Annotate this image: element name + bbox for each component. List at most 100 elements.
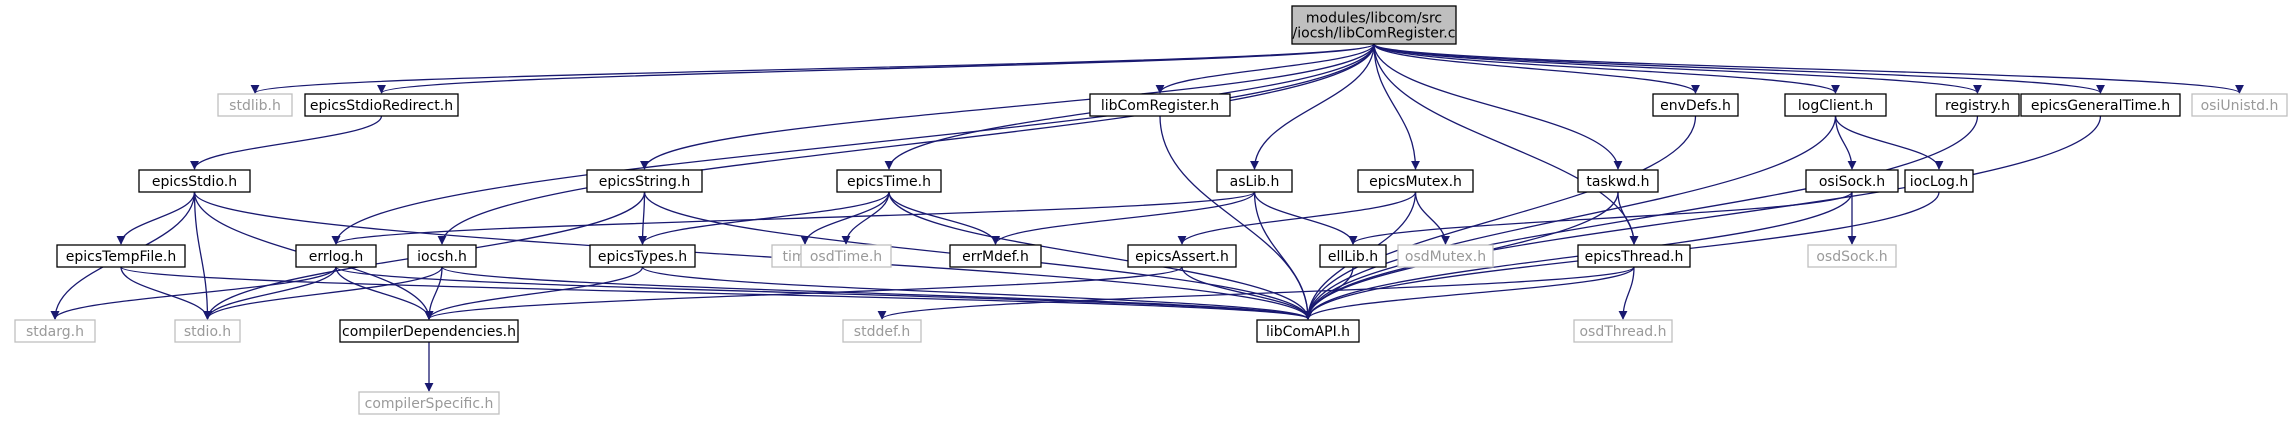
node-label: epicsString.h: [599, 174, 691, 190]
node-label: iocsh.h: [417, 249, 467, 265]
edge-epics-stdio-to-epics-temp-file: [116, 191, 196, 245]
edge-iocsh-to-lib-com-api: [441, 266, 1313, 320]
node-label: epicsMutex.h: [1369, 174, 1462, 190]
node-box: [295, 244, 377, 268]
node-box: [1784, 93, 1887, 117]
edge-as-lib-to-errlog: [331, 191, 1256, 245]
edge-as-lib-to-lib-com-api: [1253, 191, 1313, 320]
node-box: [1904, 169, 1974, 193]
node-box: [217, 93, 293, 117]
node-label: epicsTime.h: [847, 174, 931, 190]
edge-osi-sock-to-ell-lib: [1348, 191, 1853, 245]
node-box: [949, 244, 1042, 268]
node-root[interactable]: modules/libcom/src/iocsh/libComRegister.…: [1291, 5, 1457, 45]
node-label: epicsThread.h: [1585, 249, 1684, 265]
node-label: errlog.h: [309, 249, 364, 265]
node-epics-stdio-redirect[interactable]: epicsStdioRedirect.h: [304, 93, 459, 117]
edge-as-lib-to-err-mdef: [991, 191, 1256, 245]
node-box: [1577, 169, 1659, 193]
node-label: registry.h: [1945, 98, 2010, 114]
node-box: [174, 319, 241, 343]
edge-epics-thread-to-osd-thread: [1618, 266, 1635, 320]
node-box: [1397, 244, 1494, 268]
node-stdarg: stdarg.h: [14, 319, 96, 343]
node-box: [1577, 244, 1691, 268]
node-box: [1652, 93, 1739, 117]
node-epics-string[interactable]: epicsString.h: [586, 169, 703, 193]
node-box: [836, 169, 942, 193]
node-label: epicsAssert.h: [1135, 249, 1229, 265]
node-errlog[interactable]: errlog.h: [295, 244, 377, 268]
edge-root-to-osi-unistd: [1373, 43, 2244, 94]
node-epics-stdio[interactable]: epicsStdio.h: [138, 169, 251, 193]
node-compiler-dependencies[interactable]: compilerDependencies.h: [339, 319, 519, 343]
node-label: /iocsh/libComRegister.c: [1293, 26, 1456, 42]
node-label: ellLib.h: [1328, 249, 1378, 265]
node-log-client[interactable]: logClient.h: [1784, 93, 1887, 117]
edge-epics-types-to-lib-com-api: [641, 266, 1313, 320]
node-ell-lib[interactable]: ellLib.h: [1319, 244, 1387, 268]
node-lib-com-register-h[interactable]: libComRegister.h: [1089, 93, 1231, 117]
edge-epics-assert-to-compiler-dependencies: [424, 266, 1183, 320]
edge-layer: [50, 43, 2244, 392]
edge-root-to-errlog: [331, 43, 1375, 245]
node-ioc-log[interactable]: iocLog.h: [1904, 169, 1974, 193]
node-box: [1573, 319, 1673, 343]
node-box: [339, 319, 519, 343]
node-label: epicsGeneralTime.h: [2031, 98, 2170, 114]
node-label: asLib.h: [1230, 174, 1280, 190]
node-epics-mutex[interactable]: epicsMutex.h: [1357, 169, 1474, 193]
node-epics-thread[interactable]: epicsThread.h: [1577, 244, 1691, 268]
edge-root-to-epics-mutex: [1373, 43, 1420, 170]
node-label: epicsTempFile.h: [66, 249, 176, 265]
edge-epics-time-to-time-h: [800, 191, 890, 245]
node-label: stddef.h: [854, 324, 910, 340]
node-err-mdef[interactable]: errMdef.h: [949, 244, 1042, 268]
edge-root-to-registry: [1373, 43, 1982, 94]
edge-epics-time-to-lib-com-api: [888, 191, 1313, 320]
edge-epics-string-to-epics-types: [638, 191, 648, 245]
edge-errlog-to-stdarg: [50, 266, 337, 320]
edge-iocsh-to-compiler-dependencies: [424, 266, 443, 320]
node-label: osdTime.h: [810, 249, 882, 265]
node-iocsh[interactable]: iocsh.h: [407, 244, 477, 268]
node-box: [138, 169, 251, 193]
node-osd-mutex: osdMutex.h: [1397, 244, 1494, 268]
node-stddef: stddef.h: [842, 319, 922, 343]
node-label: osdMutex.h: [1405, 249, 1486, 265]
node-compiler-specific: compilerSpecific.h: [358, 391, 500, 415]
node-lib-com-api[interactable]: libComAPI.h: [1256, 319, 1360, 343]
node-taskwd[interactable]: taskwd.h: [1577, 169, 1659, 193]
node-box: [842, 319, 922, 343]
node-box: [1089, 93, 1231, 117]
node-label: epicsTypes.h: [598, 249, 687, 265]
node-label: taskwd.h: [1586, 174, 1649, 190]
node-epics-assert[interactable]: epicsAssert.h: [1127, 244, 1237, 268]
node-osd-sock: osdSock.h: [1807, 244, 1897, 268]
node-label: osdSock.h: [1816, 249, 1887, 265]
node-epics-general-time[interactable]: epicsGeneralTime.h: [2020, 93, 2181, 117]
node-box: [2020, 93, 2181, 117]
node-epics-time[interactable]: epicsTime.h: [836, 169, 942, 193]
node-label: errMdef.h: [962, 249, 1029, 265]
node-box: [304, 93, 459, 117]
node-as-lib[interactable]: asLib.h: [1216, 169, 1293, 193]
edge-errlog-to-compiler-dependencies: [335, 266, 434, 320]
edge-root-to-epics-thread: [1373, 43, 1639, 245]
edge-root-to-epics-general-time: [1373, 43, 2105, 94]
node-epics-temp-file[interactable]: epicsTempFile.h: [56, 244, 186, 268]
node-label: compilerSpecific.h: [365, 396, 494, 412]
node-label: stdlib.h: [229, 98, 281, 114]
node-box: [1127, 244, 1237, 268]
edge-epics-time-to-epics-types: [638, 191, 890, 245]
node-epics-types[interactable]: epicsTypes.h: [589, 244, 696, 268]
node-layer: modules/libcom/src/iocsh/libComRegister.…: [14, 5, 2288, 415]
node-label: logClient.h: [1798, 98, 1873, 114]
node-label: epicsStdio.h: [152, 174, 237, 190]
node-registry[interactable]: registry.h: [1935, 93, 2020, 117]
node-osi-sock[interactable]: osiSock.h: [1805, 169, 1899, 193]
node-env-defs[interactable]: envDefs.h: [1652, 93, 1739, 117]
edge-epics-time-to-err-mdef: [888, 191, 1000, 245]
edge-epics-thread-to-lib-com-api: [1303, 266, 1635, 320]
